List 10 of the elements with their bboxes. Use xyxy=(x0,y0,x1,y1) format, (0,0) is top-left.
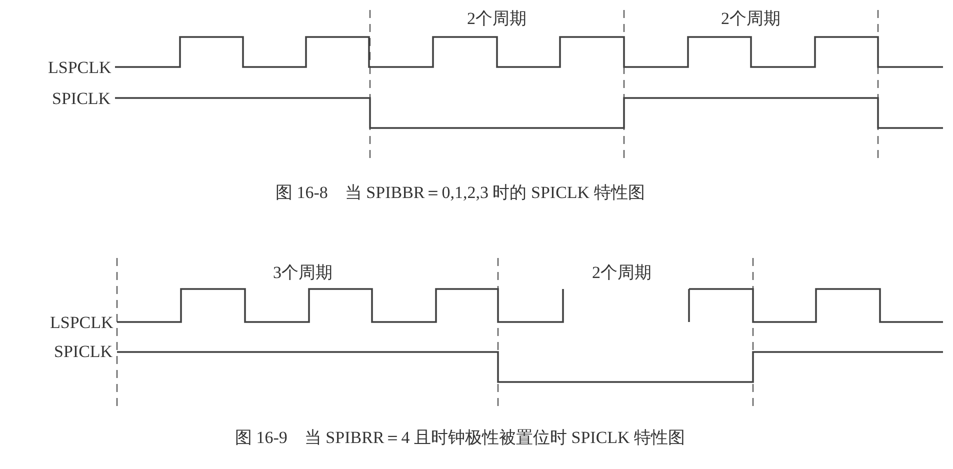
signal-label: SPICLK xyxy=(52,90,111,106)
period-label: 2个周期 xyxy=(467,10,526,26)
figure-caption: 图 16-9 当 SPIBRR＝4 且时钟极性被置位时 SPICLK 特性图 xyxy=(235,428,686,446)
period-label: 2个周期 xyxy=(592,264,652,280)
period-label: 3个周期 xyxy=(273,264,332,280)
signal-label: LSPCLK xyxy=(50,314,114,330)
signal-label: LSPCLK xyxy=(48,58,112,76)
signal-label: SPICLK xyxy=(54,342,113,360)
period-label: 2个周期 xyxy=(721,10,780,26)
figure-caption: 图 16-8 当 SPIBBR＝0,1,2,3 时的 SPICLK 特性图 xyxy=(276,184,645,200)
